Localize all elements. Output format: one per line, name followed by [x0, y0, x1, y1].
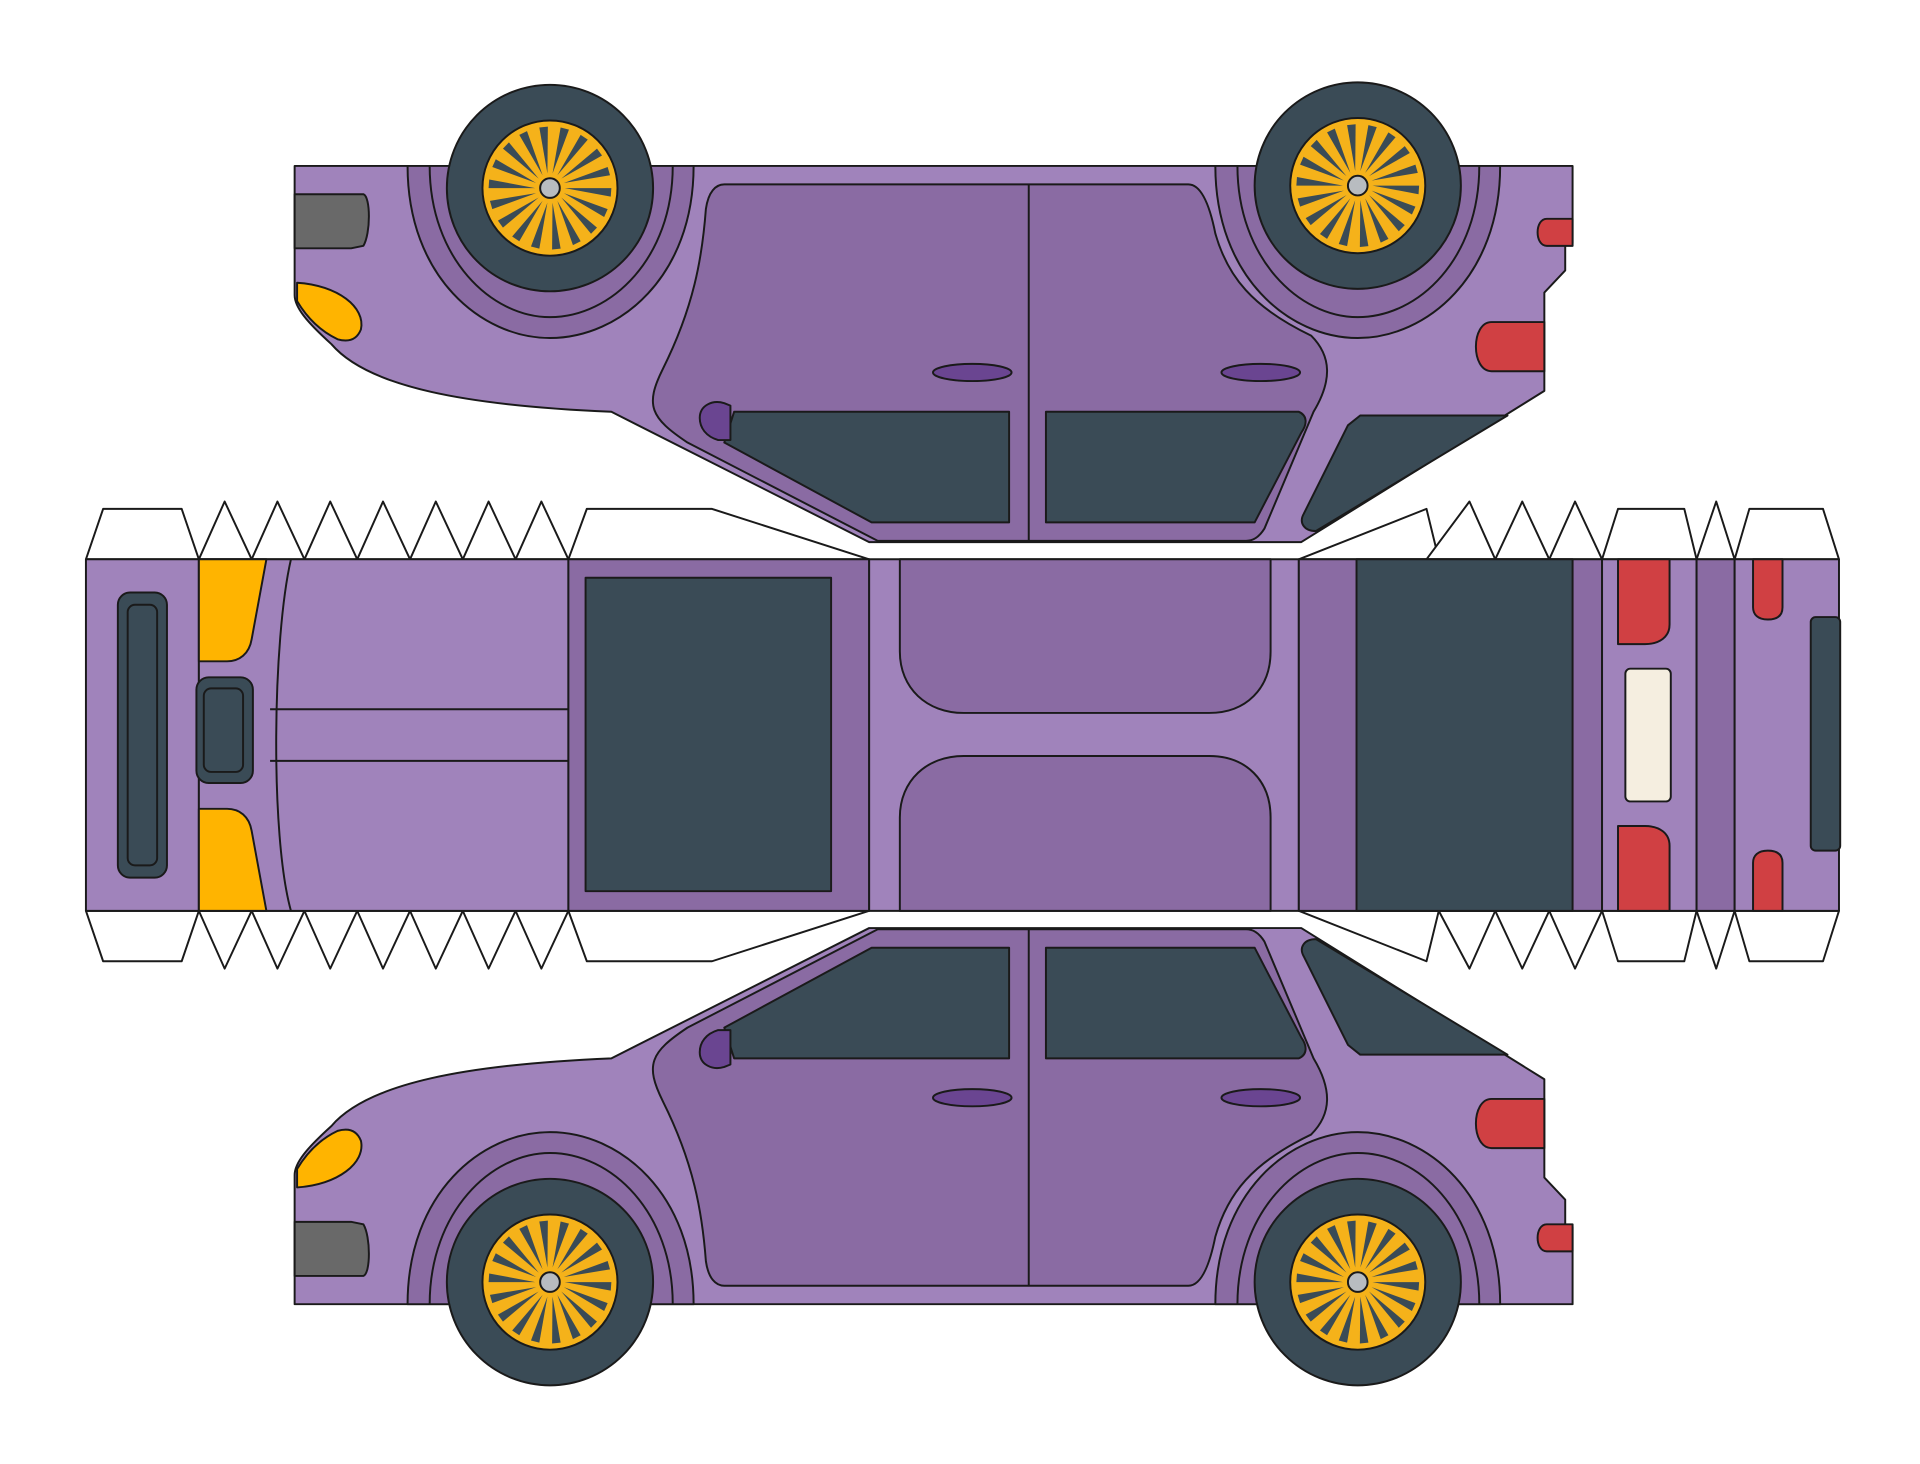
door-handle-icon [932, 1088, 1013, 1108]
arch-line [1236, 1152, 1481, 1305]
wheel-icon [445, 1177, 655, 1387]
emblem-inner [202, 687, 245, 773]
lower-front-door-window [1044, 946, 1307, 1060]
side-mirror-icon [698, 1029, 732, 1069]
headlight-icon [197, 807, 268, 912]
wheel-icon [445, 83, 655, 293]
lower-side-panel [293, 927, 1574, 1387]
rear-bumper-strip [1695, 558, 1736, 912]
tail-light-icon [1752, 849, 1784, 912]
lower-quarter-window [1300, 938, 1509, 1056]
hood [197, 558, 570, 912]
license-plate [1624, 667, 1672, 803]
tail-light-icon [1617, 558, 1671, 646]
side-mirror-icon [698, 401, 732, 442]
upper-front-door-window [1044, 410, 1307, 524]
upper-side-panel [293, 81, 1574, 544]
headlight-icon [296, 1128, 363, 1189]
windshield [584, 576, 833, 893]
tail-light-icon [1536, 1223, 1574, 1253]
headlight-icon [296, 281, 363, 342]
grille-inner [126, 603, 159, 867]
arch-line [428, 165, 674, 319]
headlight-icon [293, 193, 370, 250]
hood-crease [275, 559, 292, 912]
tail-light-icon [1617, 825, 1671, 912]
rear-exhaust-slot [1809, 616, 1842, 852]
tail-light-icon [1752, 558, 1784, 621]
roof-and-hood-strip [84, 500, 1842, 970]
door-handle-icon [1220, 362, 1302, 383]
glue-tabs-top [84, 500, 1840, 561]
tail-light-icon [1536, 217, 1574, 247]
arch-line [428, 1152, 674, 1305]
wheel-icon [1253, 81, 1462, 290]
arch-line [1236, 165, 1481, 319]
wheel-icon [1253, 1177, 1462, 1387]
door-handle-icon [932, 362, 1013, 383]
roof-panel-lower [898, 754, 1272, 912]
headlight-icon [197, 558, 268, 663]
tail-light-icon [1474, 321, 1546, 373]
headlight-icon [293, 1220, 370, 1277]
tail-light-icon [1474, 1097, 1546, 1150]
roof-panel-upper [898, 558, 1272, 714]
upper-quarter-window [1300, 414, 1509, 533]
door-handle-icon [1220, 1088, 1302, 1108]
rear-window [1355, 558, 1574, 912]
